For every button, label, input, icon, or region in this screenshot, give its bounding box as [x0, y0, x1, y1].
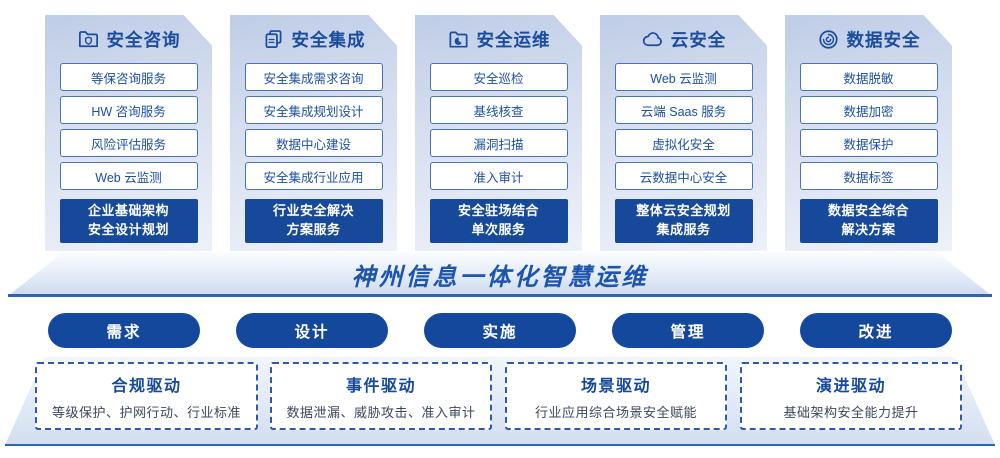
- service-item: 数据保护: [799, 129, 938, 157]
- driver-box-scenario: 场景驱动 行业应用综合场景安全赋能: [505, 362, 727, 430]
- service-card-security-consulting: 安全咨询 等保咨询服务 HW 咨询服务 风险评估服务 Web 云监测 企业基础架…: [45, 15, 212, 251]
- highlight-box: 整体云安全规划 集成服务: [614, 199, 753, 243]
- highlight-box: 企业基础架构 安全设计规划: [59, 199, 198, 243]
- highlight-line: 行业安全解决: [272, 203, 354, 219]
- driver-desc: 行业应用综合场景安全赋能: [534, 404, 697, 420]
- banner-bottom-edge: [8, 294, 992, 297]
- highlight-line: 方案服务: [286, 222, 341, 237]
- service-card-data-security: 数据安全 数据脱敏 数据加密 数据保护 数据标签 数据安全综合 解决方案: [785, 15, 952, 251]
- driver-title: 合规驱动: [111, 377, 182, 395]
- folder-shield-icon: [78, 30, 98, 47]
- process-pill-design: 设计: [236, 313, 388, 348]
- service-item: 基线核查: [429, 96, 568, 124]
- highlight-line: 安全设计规划: [87, 222, 169, 237]
- service-item: 安全巡检: [429, 63, 568, 91]
- highlight-box: 行业安全解决 方案服务: [244, 199, 383, 243]
- process-pill-improvement: 改进: [800, 313, 952, 348]
- highlight-box: 安全驻场结合 单次服务: [429, 199, 568, 243]
- card-header: 安全咨询: [77, 26, 181, 52]
- card-header: 数据安全: [817, 26, 921, 52]
- fingerprint-whirl-icon: [818, 29, 838, 49]
- service-item: 准入审计: [429, 162, 568, 190]
- service-item: 漏洞扫描: [429, 129, 568, 157]
- service-item: 安全集成规划设计: [244, 96, 383, 124]
- service-item: 数据标签: [799, 162, 938, 190]
- card-header: 云安全: [641, 26, 727, 52]
- service-item: 安全集成行业应用: [244, 162, 383, 190]
- driver-title: 场景驱动: [580, 377, 651, 395]
- driver-title: 事件驱动: [345, 377, 416, 395]
- documents-copy-icon: [265, 29, 281, 48]
- driver-title: 演进驱动: [815, 377, 886, 395]
- bottom-platform-edge: [5, 443, 995, 446]
- service-item: 数据加密: [799, 96, 938, 124]
- service-item: 数据脱敏: [799, 63, 938, 91]
- driver-box-compliance: 合规驱动 等级保护、护网行动、行业标准: [35, 362, 258, 430]
- highlight-line: 数据安全综合: [827, 203, 909, 219]
- card-title: 云安全: [670, 29, 727, 50]
- service-item: Web 云监测: [59, 162, 198, 190]
- card-title: 安全咨询: [106, 29, 181, 50]
- highlight-line: 集成服务: [656, 222, 711, 237]
- card-header: 安全集成: [262, 26, 366, 52]
- process-pill-requirement: 需求: [48, 313, 200, 348]
- cloud-icon: [642, 31, 662, 46]
- card-title: 安全运维: [476, 29, 551, 50]
- process-pill-management: 管理: [612, 313, 764, 348]
- service-item: 云端 Saas 服务: [614, 96, 753, 124]
- service-card-security-operations: 安全运维 安全巡检 基线核查 漏洞扫描 准入审计 安全驻场结合 单次服务: [415, 15, 582, 251]
- highlight-line: 单次服务: [471, 222, 526, 237]
- service-item: Web 云监测: [614, 63, 753, 91]
- service-item: 虚拟化安全: [614, 129, 753, 157]
- banner-platform-shape: [8, 252, 992, 296]
- service-item: 等保咨询服务: [59, 63, 198, 91]
- banner-title: 神州信息一体化智慧运维: [351, 264, 649, 291]
- driver-box-incident: 事件驱动 数据泄漏、威胁攻击、准入审计: [270, 362, 492, 430]
- highlight-line: 整体云安全规划: [636, 203, 731, 219]
- highlight-line: 安全驻场结合: [457, 203, 539, 219]
- service-item: 风险评估服务: [59, 129, 198, 157]
- card-title: 安全集成: [291, 29, 366, 50]
- service-item: 安全集成需求咨询: [244, 63, 383, 91]
- card-title: 数据安全: [846, 29, 921, 50]
- driver-desc: 等级保护、护网行动、行业标准: [51, 404, 241, 420]
- service-item: HW 咨询服务: [59, 96, 198, 124]
- driver-box-evolution: 演进驱动 基础架构安全能力提升: [740, 362, 962, 430]
- driver-desc: 数据泄漏、威胁攻击、准入审计: [286, 404, 476, 420]
- service-item: 云数据中心安全: [614, 162, 753, 190]
- card-header: 安全运维: [447, 26, 551, 52]
- service-card-cloud-security: 云安全 Web 云监测 云端 Saas 服务 虚拟化安全 云数据中心安全 整体云…: [600, 15, 767, 251]
- highlight-box: 数据安全综合 解决方案: [799, 199, 938, 243]
- service-item: 数据中心建设: [244, 129, 383, 157]
- service-card-security-integration: 安全集成 安全集成需求咨询 安全集成规划设计 数据中心建设 安全集成行业应用 行…: [230, 15, 397, 251]
- highlight-line: 企业基础架构: [87, 203, 169, 219]
- process-pill-implementation: 实施: [424, 313, 576, 348]
- highlight-line: 解决方案: [841, 222, 896, 237]
- driver-desc: 基础架构安全能力提升: [783, 404, 919, 420]
- folder-clock-icon: [448, 31, 468, 48]
